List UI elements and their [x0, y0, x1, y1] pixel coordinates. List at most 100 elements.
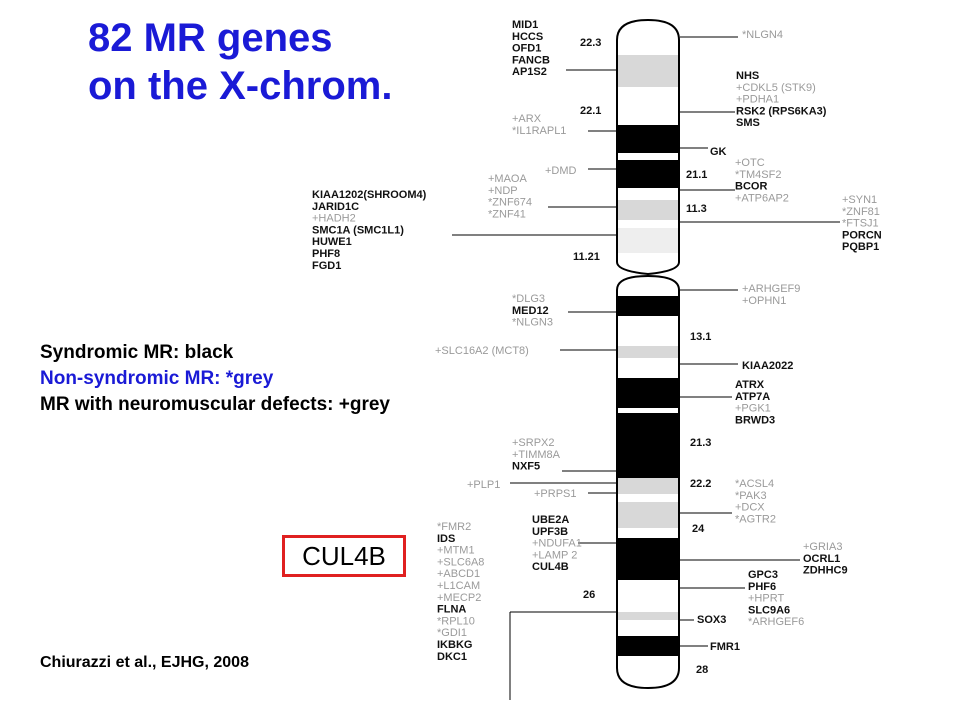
- gene-label: HUWE1: [312, 236, 352, 248]
- band-label: 21.3: [690, 437, 711, 449]
- gene-label: SOX3: [697, 614, 726, 626]
- gene-label: +ATP6AP2: [735, 192, 789, 204]
- legend-non-syndromic: Non-syndromic MR: *grey: [40, 368, 274, 389]
- gene-label: +MAOA: [488, 173, 527, 185]
- band-label: 22.2: [690, 478, 711, 490]
- gene-label: PQBP1: [842, 241, 879, 253]
- gene-connector-lines: [452, 36, 840, 700]
- legend-neuromuscular: MR with neuromuscular defects: +grey: [40, 394, 390, 415]
- band-label: 28: [696, 664, 708, 676]
- gene-label: +ARX: [512, 113, 542, 125]
- gene-label: *AGTR2: [735, 513, 776, 525]
- gene-label: *RPL10: [437, 615, 475, 627]
- gene-label: *PAK3: [735, 490, 767, 502]
- gene-label: +HADH2: [312, 213, 356, 225]
- gene-label: +CDKL5 (STK9): [736, 82, 816, 94]
- gene-label: GPC3: [748, 569, 778, 581]
- gene-label: +NDP: [488, 185, 518, 197]
- gene-label: *ZNF81: [842, 206, 880, 218]
- gene-label: +GRIA3: [803, 541, 842, 553]
- gene-label: *GDI1: [437, 627, 467, 639]
- gene-label: FMR1: [710, 641, 740, 653]
- gene-label: +NDUFA1: [532, 538, 582, 550]
- gene-label: DKC1: [437, 651, 467, 663]
- gene-label: +DMD: [545, 165, 577, 177]
- gene-label: UBE2A: [532, 514, 569, 526]
- band-label: 11.3: [686, 203, 707, 215]
- gene-label: SMS: [736, 117, 760, 129]
- p-arm: [616, 18, 680, 276]
- gene-label: NXF5: [512, 461, 540, 473]
- gene-label: +PGK1: [735, 403, 771, 415]
- gene-label: FGD1: [312, 260, 341, 272]
- gene-label: KIAA1202(SHROOM4): [312, 189, 427, 201]
- gene-label: GK: [710, 146, 727, 158]
- gene-label: *DLG3: [512, 293, 545, 305]
- gene-label: BRWD3: [735, 414, 775, 426]
- gene-label: OFD1: [512, 43, 541, 55]
- gene-label: +OPHN1: [742, 295, 786, 307]
- cul4b-highlight-box: CUL4B: [282, 535, 406, 577]
- gene-label: +SLC6A8: [437, 556, 484, 568]
- gene-label: IDS: [437, 533, 455, 545]
- gene-label: HCCS: [512, 31, 543, 43]
- gene-label: ATRX: [735, 379, 765, 391]
- gene-label: *ARHGEF6: [748, 616, 804, 628]
- gene-label: KIAA2022: [742, 360, 793, 372]
- gene-label: +ARHGEF9: [742, 283, 800, 295]
- gene-label: +MECP2: [437, 592, 481, 604]
- gene-label: *FTSJ1: [842, 218, 879, 230]
- gene-label: ATP7A: [735, 391, 770, 403]
- band-label: 21.1: [686, 169, 707, 181]
- gene-label: +SYN1: [842, 194, 877, 206]
- slide-title: 82 MR genes on the X-chrom.: [88, 14, 392, 110]
- gene-label: +PRPS1: [534, 488, 577, 500]
- gene-label: BCOR: [735, 181, 767, 193]
- gene-label: *IL1RAPL1: [512, 125, 566, 137]
- gene-label: +SRPX2: [512, 437, 555, 449]
- title-line-1: 82 MR genes: [88, 16, 333, 60]
- gene-label: RSK2 (RPS6KA3): [736, 105, 827, 117]
- gene-label: +L1CAM: [437, 580, 480, 592]
- band-label: 22.3: [580, 37, 601, 49]
- gene-label: FLNA: [437, 604, 466, 616]
- band-label: 22.1: [580, 105, 601, 117]
- gene-label: NHS: [736, 70, 759, 82]
- band-label: 13.1: [690, 331, 711, 343]
- title-line-2: on the X-chrom.: [88, 64, 393, 108]
- gene-label: PORCN: [842, 229, 882, 241]
- gene-label: *TM4SF2: [735, 169, 781, 181]
- gene-label: +PDHA1: [736, 94, 779, 106]
- gene-label: +PLP1: [467, 479, 500, 491]
- gene-label: SMC1A (SMC1L1): [312, 224, 404, 236]
- gene-label: UPF3B: [532, 526, 568, 538]
- gene-label: PHF8: [312, 248, 340, 260]
- band-label: 24: [692, 523, 705, 535]
- gene-label: MED12: [512, 305, 549, 317]
- gene-label: AP1S2: [512, 66, 547, 78]
- gene-label: +HPRT: [748, 593, 784, 605]
- gene-label: FANCB: [512, 54, 550, 66]
- gene-label: *NLGN4: [742, 29, 783, 41]
- gene-label: *FMR2: [437, 521, 471, 533]
- gene-label: +DCX: [735, 502, 765, 514]
- gene-label: *ACSL4: [735, 478, 774, 490]
- gene-label: +TIMM8A: [512, 449, 561, 461]
- gene-label: *NLGN3: [512, 317, 553, 329]
- gene-label: +MTM1: [437, 545, 475, 557]
- gene-label: +ABCD1: [437, 568, 480, 580]
- gene-label: SLC9A6: [748, 604, 790, 616]
- gene-label: MID1: [512, 19, 538, 31]
- legend-syndromic: Syndromic MR: black: [40, 342, 234, 363]
- gene-label: CUL4B: [532, 561, 569, 573]
- gene-label: *ZNF41: [488, 208, 526, 220]
- gene-label: +LAMP 2: [532, 549, 577, 561]
- gene-label: +OTC: [735, 157, 765, 169]
- gene-label: PHF6: [748, 581, 776, 593]
- band-label: 26: [583, 589, 595, 601]
- gene-label: IKBKG: [437, 639, 472, 651]
- q-arm: [616, 274, 680, 690]
